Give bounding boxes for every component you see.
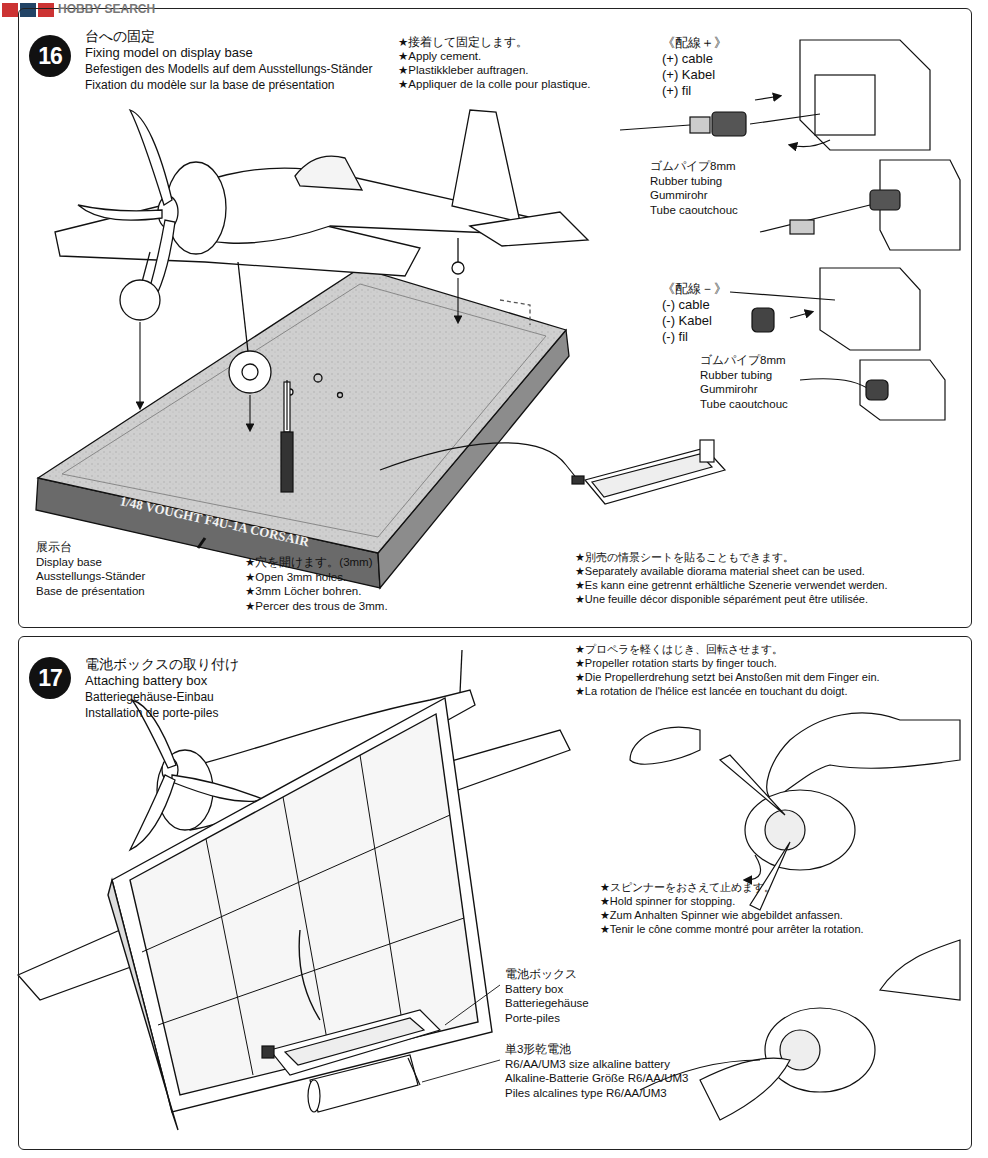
- step-heading-line: Installation de porte-piles: [85, 705, 239, 721]
- instruction-note: ★3mm Löcher bohren.: [245, 585, 361, 598]
- display-base-frame: [108, 698, 492, 1130]
- instruction-note: ★スピンナーをおさえて止めます。: [600, 881, 775, 894]
- wiring-heading: (+) fil: [662, 84, 691, 99]
- instruction-note: ★Tenir le cône comme montré pour arrêter…: [600, 923, 864, 936]
- wiring-heading: 《配線－》: [662, 282, 727, 297]
- wiring-heading: (-) Kabel: [662, 314, 712, 329]
- step-heading-line: Batteriegehäuse-Einbau: [85, 689, 239, 705]
- step-number-text: 17: [38, 665, 62, 692]
- instruction-note: ★Une feuille décor disponible séparément…: [575, 593, 868, 606]
- part-name: Base de présentation: [36, 585, 145, 598]
- part-name: ゴムパイプ8mm: [650, 160, 736, 173]
- step-heading-line: Fixation du modèle sur la base de présen…: [85, 77, 373, 93]
- step-heading-line: Befestigen des Modells auf dem Ausstellu…: [85, 61, 373, 77]
- step-number-text: 16: [38, 43, 62, 70]
- step-panel: 電池ボックスの取り付けAttaching battery boxBatterie…: [18, 636, 972, 1150]
- wiring-detail: [620, 40, 960, 420]
- instruction-note: ★接着して固定します。: [398, 36, 528, 49]
- wiring-heading: (-) cable: [662, 298, 710, 313]
- instruction-note: ★Die Propellerdrehung setzt bei Anstoßen…: [575, 671, 880, 684]
- part-name: Tube caoutchouc: [650, 204, 738, 217]
- part-name: Rubber tubing: [700, 369, 772, 382]
- wiring-heading: (-) fil: [662, 330, 688, 345]
- watermark-logo: [20, 3, 36, 17]
- part-name: ゴムパイプ8mm: [700, 354, 786, 367]
- instruction-note: ★Hold spinner for stopping.: [600, 895, 735, 908]
- part-name: 展示台: [36, 541, 72, 554]
- base-inscription: 1/48 VOUGHT F4U-1A CORSAIR: [118, 494, 310, 550]
- part-name: Rubber tubing: [650, 175, 722, 188]
- part-name: Gummirohr: [650, 189, 708, 202]
- instruction-note: ★Separately available diorama material s…: [575, 565, 865, 578]
- wiring-heading: (+) Kabel: [662, 68, 715, 83]
- part-name: Batteriegehäuse: [505, 997, 589, 1010]
- instruction-note: ★Open 3mm holes.: [245, 571, 346, 584]
- instruction-note: ★Zum Anhalten Spinner wie abgebildet anf…: [600, 909, 843, 922]
- instruction-note: ★Es kann eine getrennt erhältliche Szene…: [575, 579, 888, 592]
- part-name: Porte-piles: [505, 1012, 560, 1025]
- part-name: Battery box: [505, 983, 563, 996]
- wiring-heading: (+) cable: [662, 52, 713, 67]
- step-heading: 電池ボックスの取り付けAttaching battery boxBatterie…: [85, 657, 239, 721]
- wiring-heading: 《配線＋》: [662, 36, 727, 51]
- part-name: Alkaline-Batterie Größe R6/AA/UM3: [505, 1072, 688, 1085]
- watermark-logo: [2, 3, 18, 17]
- placement-arrow: [140, 278, 458, 548]
- step-number: 17: [29, 657, 71, 699]
- instruction-note: ★Appliquer de la colle pour plastique.: [398, 78, 591, 91]
- drill-drawing: [281, 380, 293, 492]
- battery-drawing: [262, 985, 500, 1112]
- part-name: Ausstellungs-Ständer: [36, 570, 145, 583]
- instruction-note: ★Percer des trous de 3mm.: [245, 600, 388, 613]
- instruction-note: ★プロペラを軽くはじき、回転させます。: [575, 643, 783, 656]
- watermark-logo: [38, 3, 54, 17]
- step-heading-line: 電池ボックスの取り付け: [85, 657, 239, 673]
- step-heading-line: Fixing model on display base: [85, 45, 373, 61]
- step-heading: 台への固定Fixing model on display baseBefesti…: [85, 29, 373, 93]
- part-name: Display base: [36, 556, 102, 569]
- watermark: HOBBY SEARCH: [58, 3, 155, 17]
- battery-box-drawing: [380, 440, 725, 504]
- part-name: 単3形乾電池: [505, 1043, 571, 1056]
- part-name: R6/AA/UM3 size alkaline battery: [505, 1058, 670, 1071]
- part-name: Piles alcalines type R6/AA/UM3: [505, 1087, 667, 1100]
- instruction-note: ★Plastikkleber auftragen.: [398, 64, 529, 77]
- instruction-note: ★別売の情景シートを貼ることもできます。: [575, 551, 794, 564]
- instruction-note: ★穴を開けます。(3mm): [245, 556, 373, 569]
- display-base-drawing: [36, 268, 569, 588]
- part-name: Tube caoutchouc: [700, 398, 788, 411]
- step-heading-line: 台への固定: [85, 29, 373, 45]
- instruction-note: ★Propeller rotation starts by finger tou…: [575, 657, 777, 670]
- step-panel: 台への固定Fixing model on display baseBefesti…: [18, 8, 972, 628]
- part-name: 電池ボックス: [505, 968, 577, 981]
- step-number: 16: [29, 35, 71, 77]
- instruction-note: ★La rotation de l'hélice est lancée en t…: [575, 685, 847, 698]
- airplane-drawing: [55, 110, 588, 393]
- instruction-note: ★Apply cement.: [398, 50, 481, 63]
- step-heading-line: Attaching battery box: [85, 673, 239, 689]
- part-name: Gummirohr: [700, 383, 758, 396]
